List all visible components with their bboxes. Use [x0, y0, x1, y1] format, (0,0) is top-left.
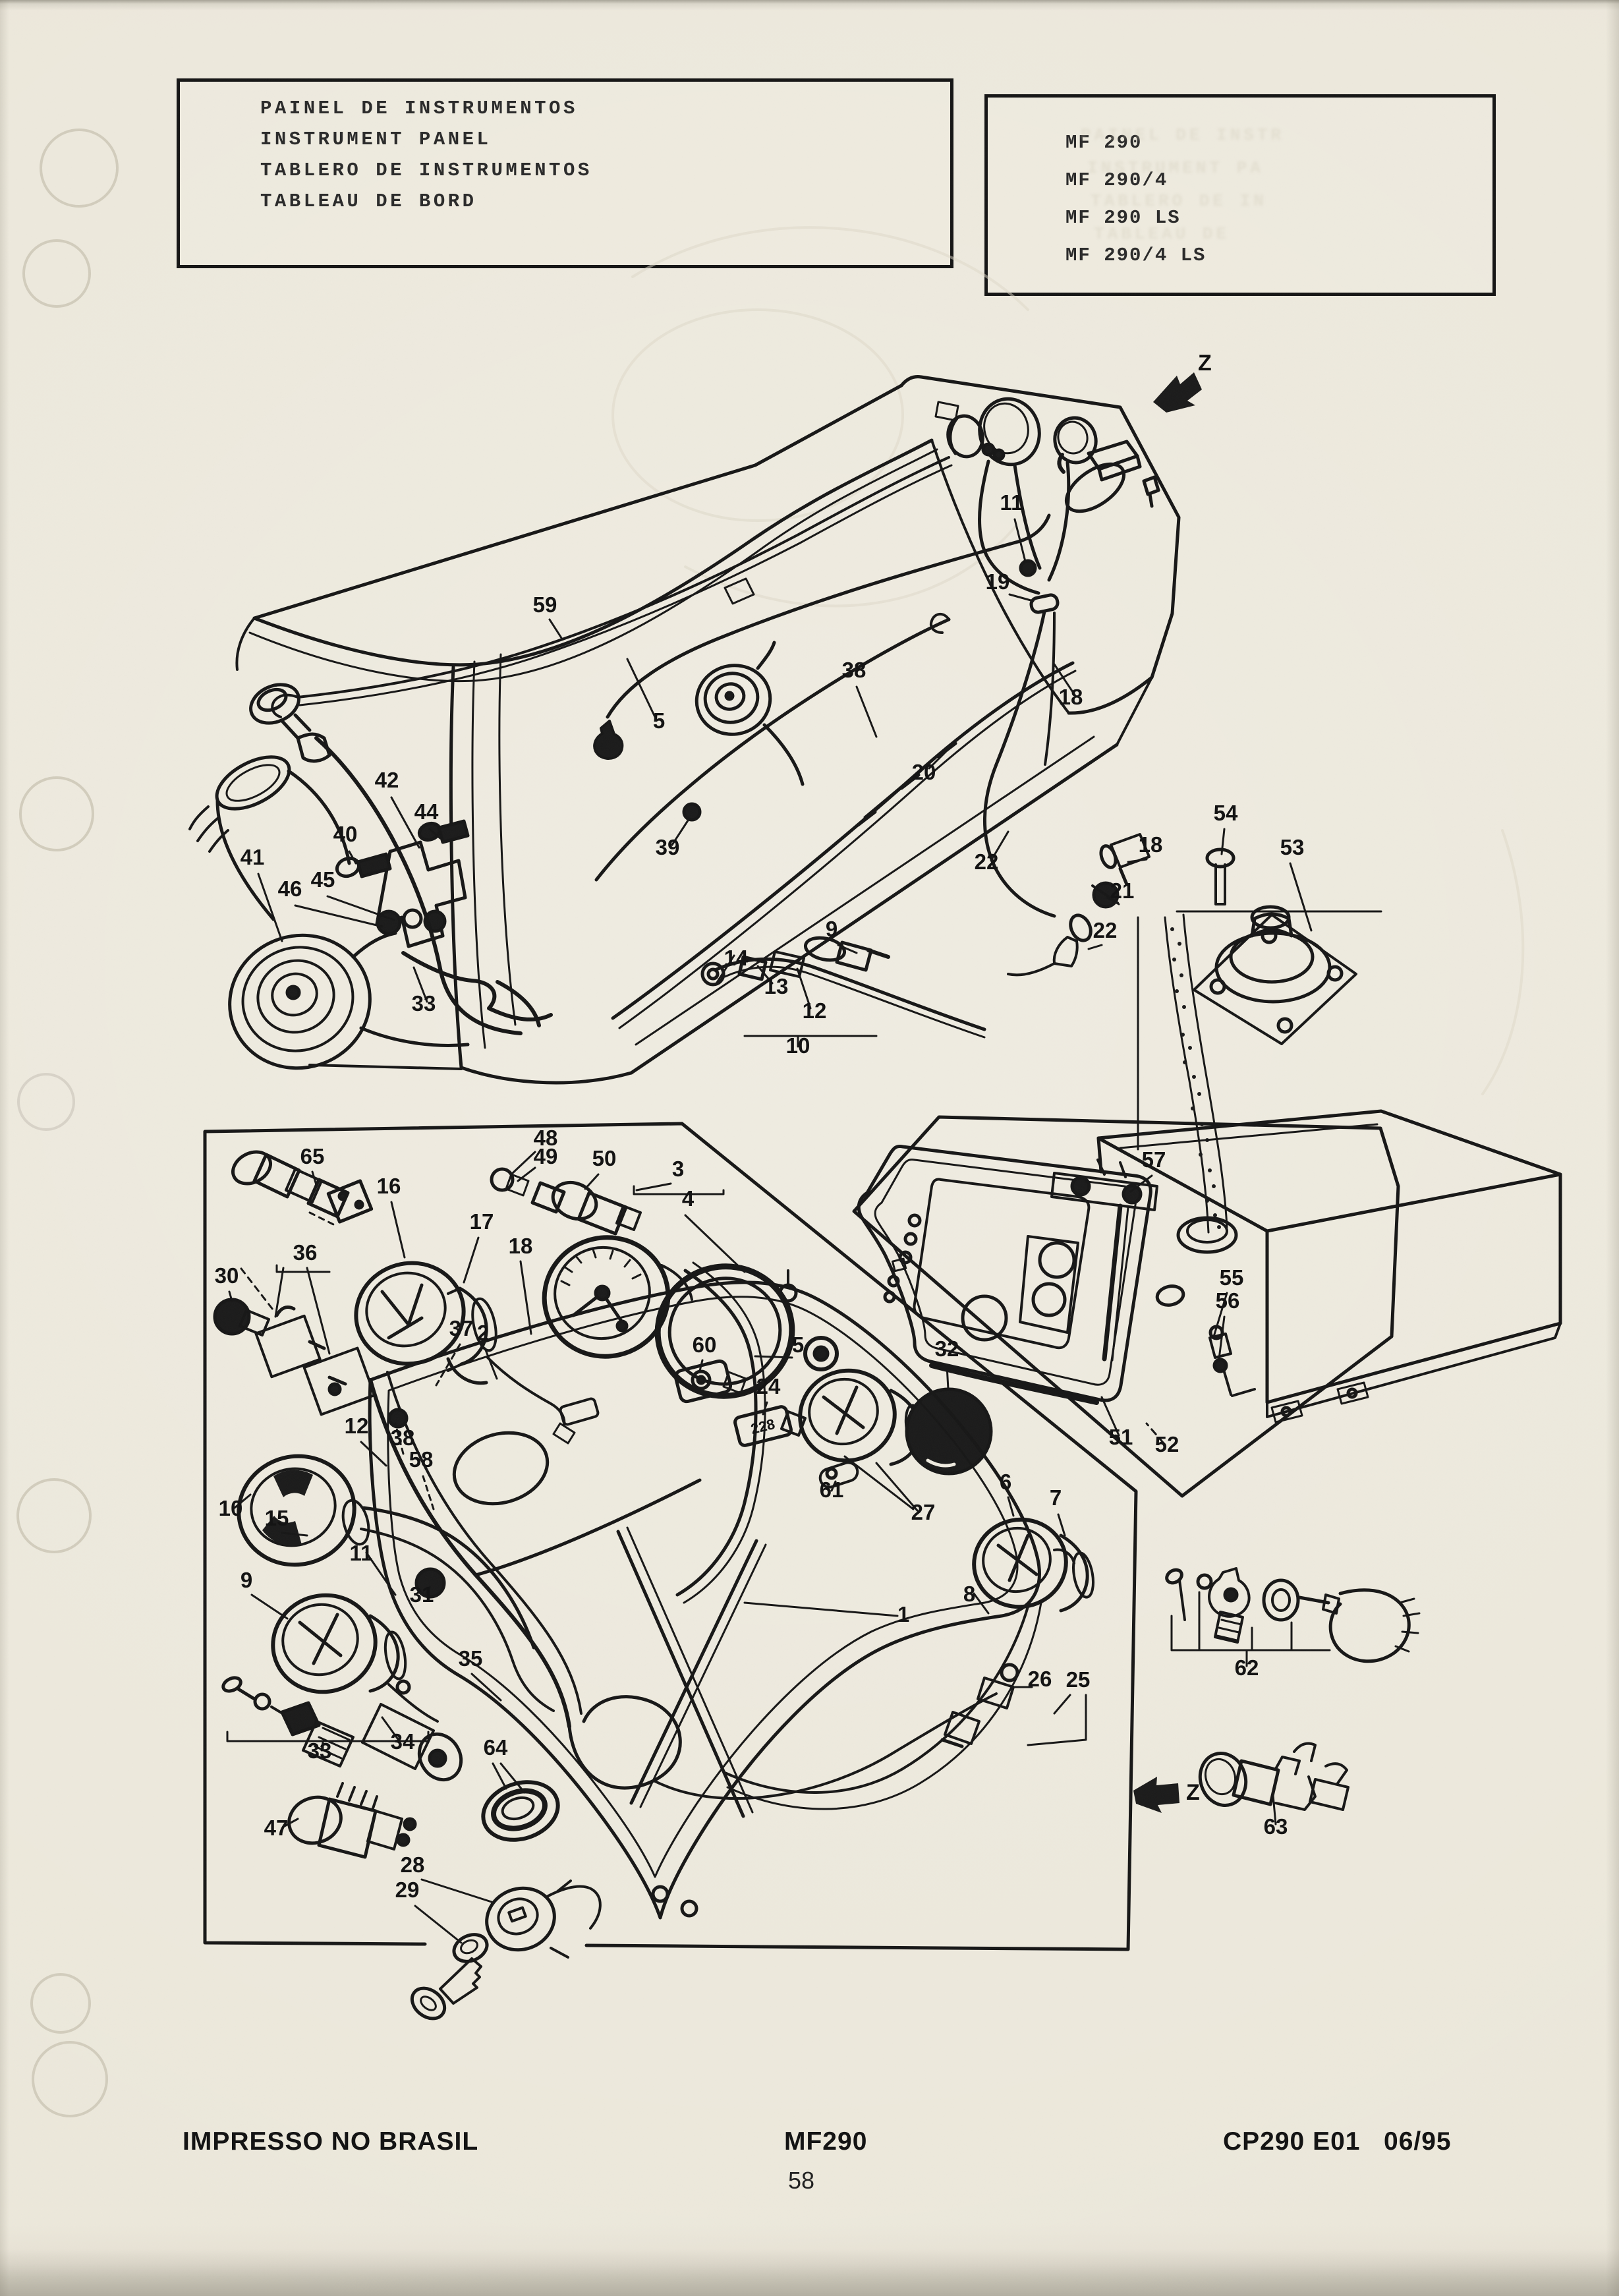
callout-2: 2: [477, 1321, 489, 1345]
callout-25: 25: [1066, 1667, 1091, 1692]
callout-11: 11: [1000, 490, 1023, 515]
footer-printed-in: IMPRESSO NO BRASIL: [183, 2127, 479, 2156]
footer-model: MF290: [784, 2127, 868, 2156]
callout-50: 50: [592, 1146, 617, 1170]
callout-58: 58: [409, 1447, 434, 1472]
callout-15: 15: [265, 1506, 289, 1530]
callout-12: 12: [345, 1414, 369, 1438]
footer-catalog-code: CP290 E01 06/95: [1223, 2127, 1452, 2156]
callout-63: 63: [1264, 1814, 1288, 1839]
callout-14: 14: [724, 946, 749, 970]
callout-35: 35: [459, 1646, 483, 1671]
callout-59: 59: [533, 592, 557, 617]
callout-12: 12: [803, 998, 827, 1023]
callout-52: 52: [1155, 1432, 1179, 1456]
callout-22: 22: [1093, 918, 1118, 942]
callout-9: 9: [826, 917, 838, 941]
callout-21: 21: [1110, 878, 1135, 903]
callout-62: 62: [1235, 1655, 1259, 1680]
callout-48: 48: [534, 1126, 558, 1150]
callout-38: 38: [842, 658, 866, 682]
callout-32: 32: [935, 1336, 959, 1361]
callout-1: 1: [897, 1602, 909, 1626]
callout-9: 9: [241, 1568, 252, 1592]
callout-numbers: 5953818111920223942444041454633914131210…: [215, 351, 1305, 1902]
callout-54: 54: [1214, 801, 1238, 825]
callout-34: 34: [391, 1729, 415, 1754]
callout-19: 19: [986, 569, 1010, 594]
callout-33: 33: [308, 1738, 332, 1763]
callout-10: 10: [219, 1496, 243, 1520]
callout-5: 5: [792, 1333, 804, 1357]
z-view-label: Z: [1186, 1780, 1200, 1805]
callout-38: 38: [391, 1425, 415, 1450]
footer-date: 06/95: [1384, 2127, 1452, 2156]
callout-18: 18: [1139, 832, 1163, 857]
callout-7: 7: [1050, 1485, 1062, 1510]
callout-45: 45: [311, 867, 335, 892]
callout-40: 40: [333, 822, 358, 846]
callout-49: 49: [534, 1144, 558, 1168]
callout-36: 36: [293, 1240, 318, 1265]
footer-code: CP290 E01: [1223, 2127, 1361, 2156]
callout-57: 57: [1142, 1147, 1166, 1172]
callout-28: 28: [401, 1852, 425, 1877]
callout-65: 65: [300, 1144, 325, 1168]
callout-10: 10: [786, 1033, 810, 1058]
callout-60: 60: [693, 1333, 717, 1357]
callout-55: 55: [1220, 1265, 1244, 1290]
callout-6: 6: [1000, 1470, 1011, 1494]
z-view-label: Z: [1198, 351, 1212, 376]
callout-64: 64: [484, 1735, 508, 1760]
callout-18: 18: [1059, 685, 1083, 709]
callout-51: 51: [1109, 1425, 1133, 1449]
callout-8: 8: [963, 1582, 975, 1606]
callout-44: 44: [414, 799, 439, 824]
callout-5: 5: [653, 708, 665, 733]
callout-11: 11: [350, 1541, 373, 1565]
callout-20: 20: [912, 760, 936, 784]
callout-3: 3: [672, 1157, 684, 1181]
callout-24: 24: [756, 1374, 781, 1398]
callout-4: 4: [682, 1186, 695, 1211]
callout-53: 53: [1280, 835, 1305, 859]
callout-41: 41: [241, 845, 265, 869]
callout-27: 27: [911, 1500, 936, 1524]
footer-page-number: 58: [788, 2167, 815, 2194]
callout-33: 33: [412, 991, 436, 1016]
callout-47: 47: [264, 1816, 289, 1840]
callout-30: 30: [215, 1263, 239, 1288]
callout-18: 18: [509, 1234, 533, 1258]
callout-46: 46: [278, 876, 302, 901]
callout-13: 13: [764, 974, 789, 998]
callout-42: 42: [375, 768, 399, 792]
callout-26: 26: [1028, 1667, 1052, 1691]
callout-39: 39: [656, 835, 680, 859]
callout-37: 37: [449, 1316, 474, 1340]
callout-22: 22: [975, 849, 999, 874]
callout-17: 17: [470, 1209, 494, 1234]
callout-56: 56: [1216, 1288, 1240, 1313]
callout-16: 16: [377, 1174, 401, 1198]
callout-61: 61: [820, 1478, 844, 1502]
callout-29: 29: [395, 1878, 420, 1902]
callout-31: 31: [410, 1582, 434, 1607]
